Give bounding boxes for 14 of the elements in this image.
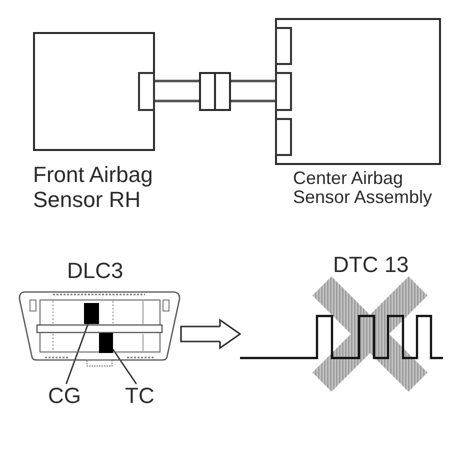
inline-connector xyxy=(199,72,231,111)
component-label: Center Airbag Sensor Assembly xyxy=(293,169,434,207)
contact-pin xyxy=(99,333,113,353)
terminal-label: CG xyxy=(48,384,81,408)
block-arrow xyxy=(180,319,241,349)
connector-name: DLC3 xyxy=(67,259,124,283)
contact-pin xyxy=(84,303,99,324)
wire-harness xyxy=(230,80,276,102)
code-label: DTC 13 xyxy=(333,254,409,276)
component-label: Front Airbag Sensor RH xyxy=(33,162,154,212)
leader-line xyxy=(66,324,89,384)
leader-line xyxy=(112,349,137,384)
terminal-label: TC xyxy=(125,384,154,408)
wire-harness xyxy=(154,80,200,102)
